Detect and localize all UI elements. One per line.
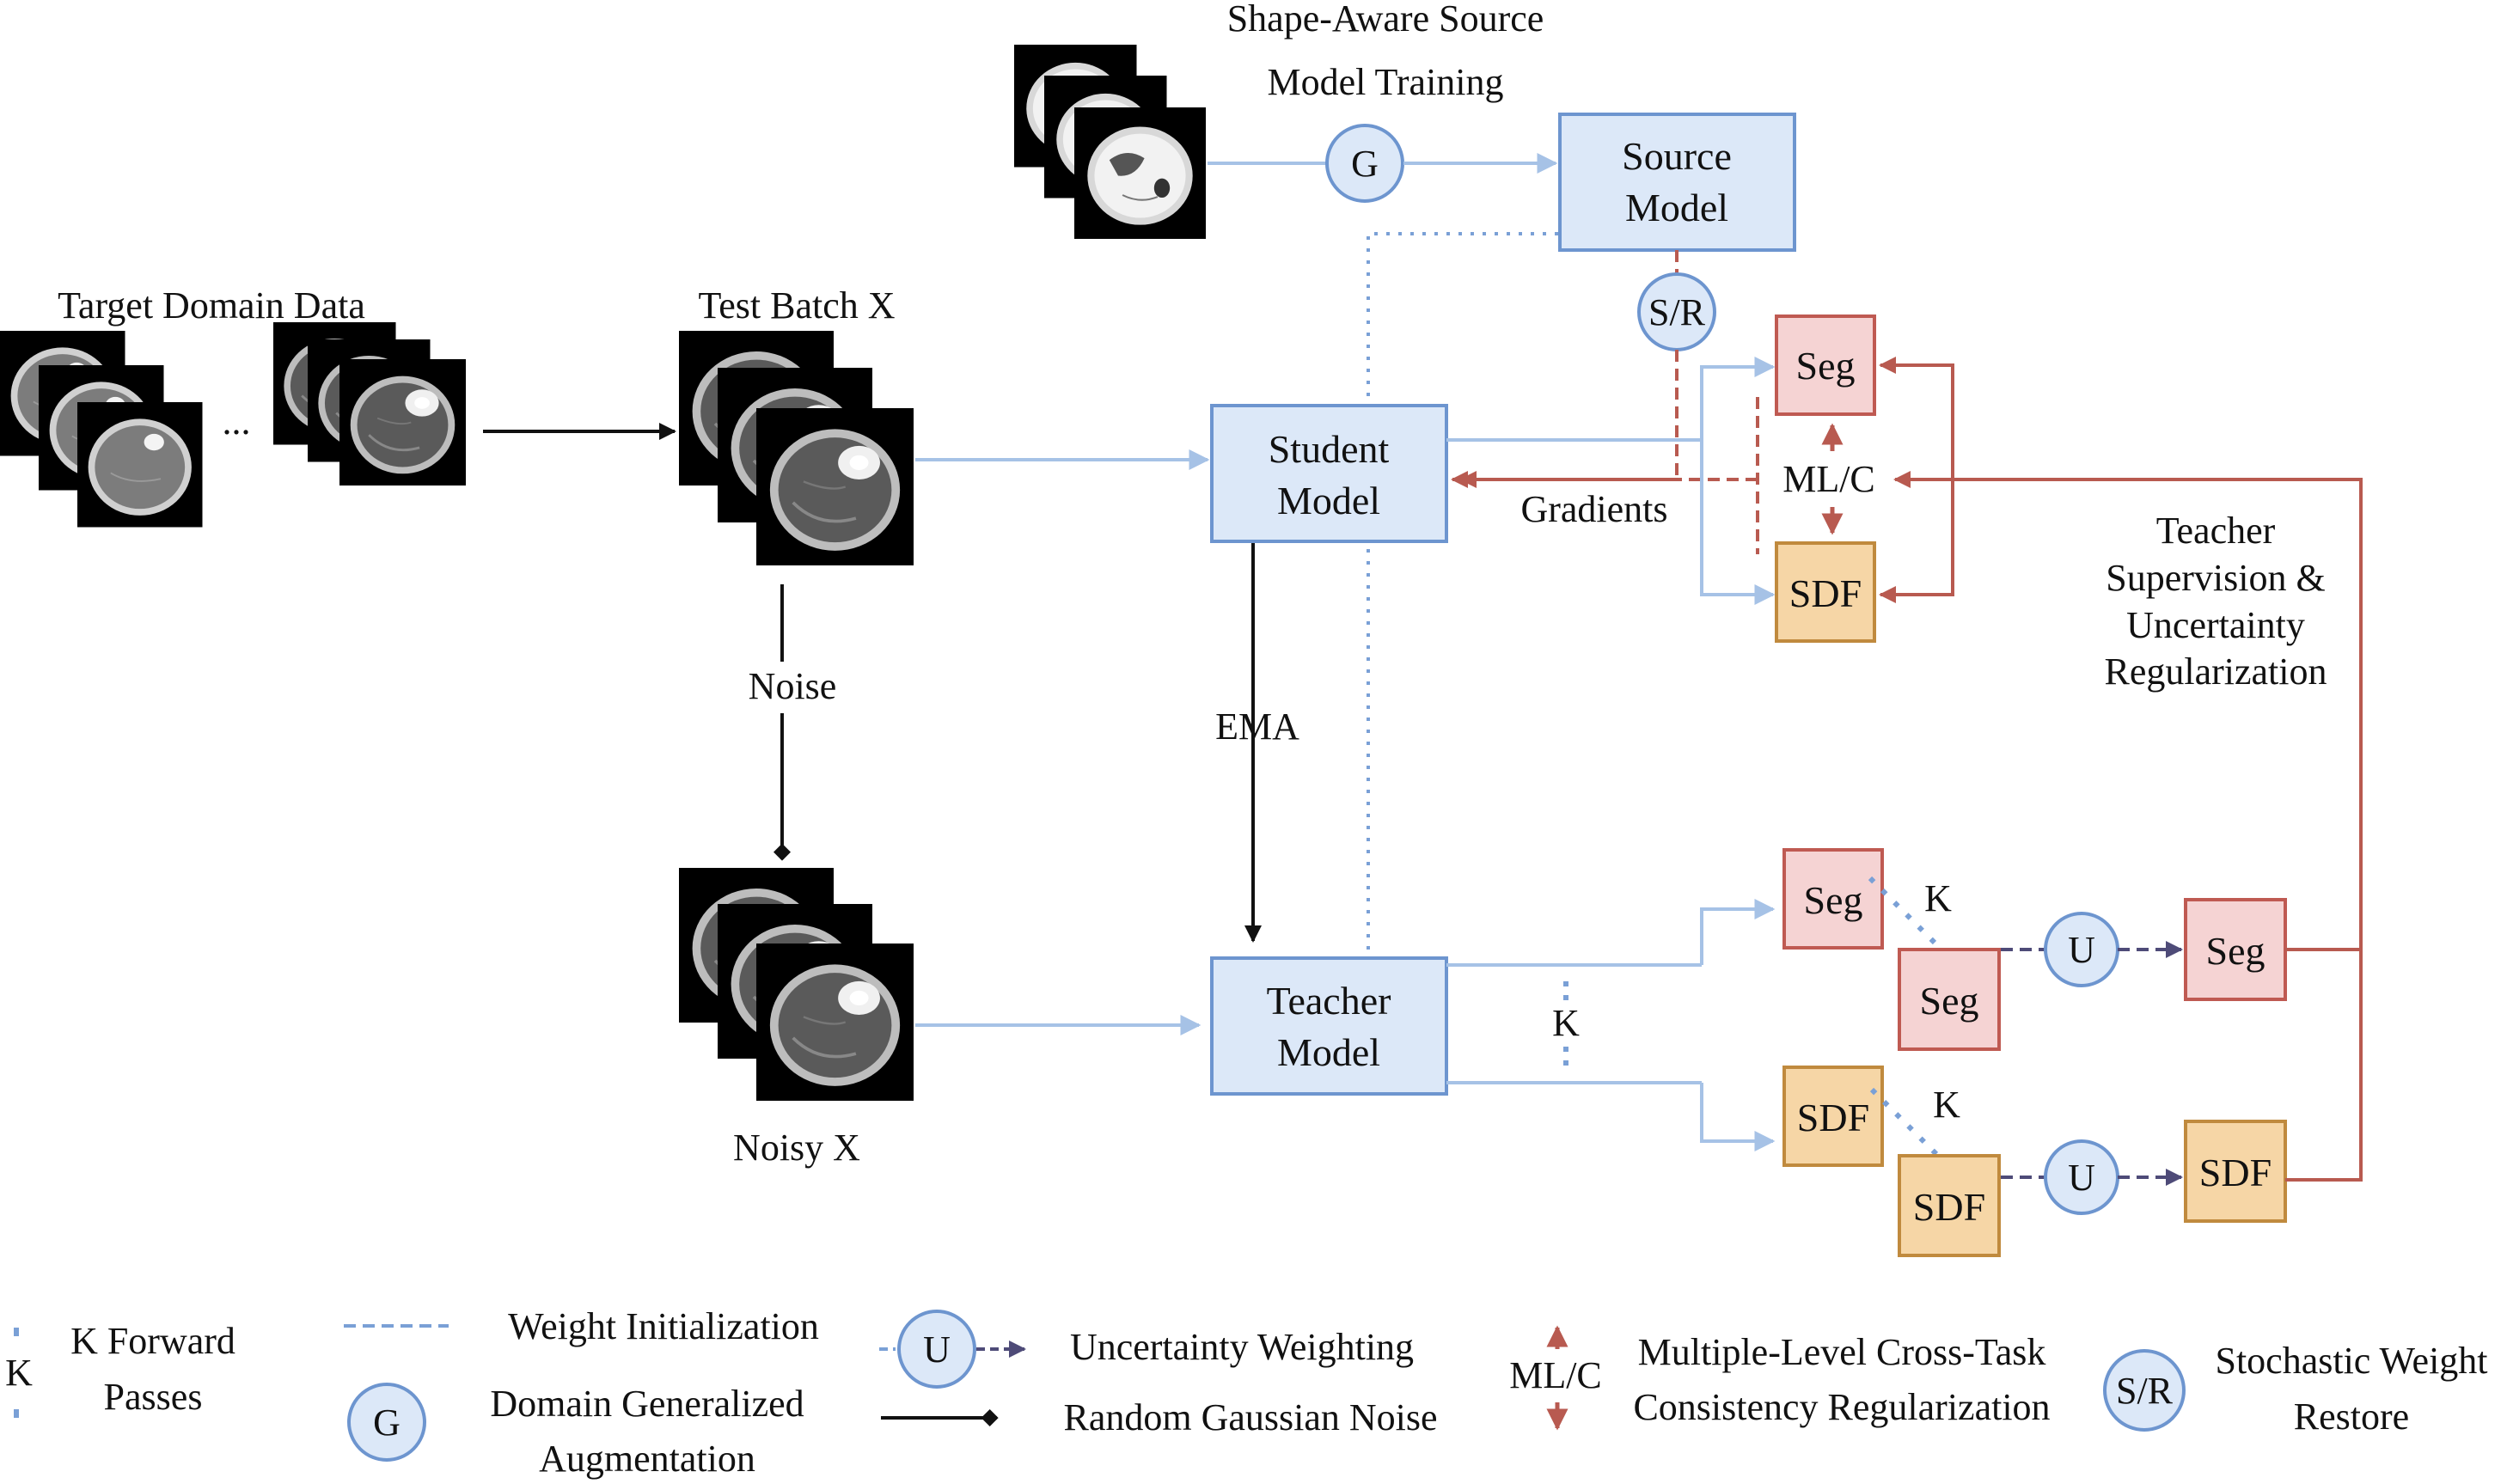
student-model-box: Student Model — [1210, 404, 1448, 543]
legend-dga-line1: Domain Generalized — [490, 1383, 804, 1425]
legend-g-symbol: G — [373, 1402, 401, 1444]
test-batch-images — [677, 329, 915, 567]
teacher-k-label: K — [1552, 1002, 1580, 1044]
legend-mlc-line2: Consistency Regularization — [1633, 1386, 2050, 1428]
target-domain-label: Target Domain Data — [58, 284, 365, 327]
noisy-x-label: Noisy X — [733, 1127, 860, 1169]
legend-sr: S/R Stochastic Weight Restore — [2103, 1340, 2488, 1438]
mlc-label: ML/C — [1782, 458, 1875, 500]
source-images-stack — [1013, 44, 1208, 241]
teacher-seg-final-label: Seg — [2206, 929, 2265, 973]
student-model-label-line2: Model — [1277, 479, 1380, 522]
student-seg-label: Seg — [1796, 344, 1856, 388]
teacher-seg-label-k: Seg — [1920, 979, 1979, 1023]
teacher-sdf-head-k: SDF — [1898, 1154, 2001, 1257]
teacher-model-label-line1: Teacher — [1267, 979, 1391, 1023]
g-symbol: G — [1351, 143, 1379, 185]
teacher-sdf-label-1: SDF — [1797, 1096, 1869, 1139]
teacher-seg-final: Seg — [2184, 898, 2287, 1001]
student-model-label-line1: Student — [1269, 427, 1390, 471]
legend-k-forward: K K Forward Passes — [5, 1320, 235, 1418]
edge-sdf-final-out — [2285, 945, 2363, 1182]
student-sdf-label: SDF — [1789, 571, 1862, 615]
gradients-label: Gradients — [1520, 488, 1667, 530]
supervision-line2: Supervision & — [2106, 557, 2325, 599]
edge-teacher-to-seg — [1700, 899, 1776, 965]
noise-label: Noise — [749, 665, 837, 707]
source-model-box: Source Model — [1558, 113, 1796, 252]
source-training-title-line1: Shape-Aware Source — [1227, 0, 1544, 40]
edge-teacher-to-sdf — [1700, 1083, 1776, 1151]
seg-u-node: U — [2044, 912, 2119, 987]
legend-mlc-line1: Multiple-Level Cross-Task — [1638, 1331, 2046, 1373]
legend-uncertainty: U Uncertainty Weighting — [879, 1310, 1414, 1389]
source-training-section: Shape-Aware Source Model Training G Sour… — [1013, 0, 1796, 252]
legend-sr-line1: Stochastic Weight — [2215, 1340, 2487, 1382]
ema-label: EMA — [1215, 705, 1299, 748]
legend-u-symbol: U — [923, 1328, 951, 1371]
sr-symbol: S/R — [1648, 291, 1706, 333]
g-augmentation-node: G — [1325, 124, 1404, 203]
legend-mlc-symbol: ML/C — [1509, 1354, 1602, 1396]
edge-supervision-main — [1893, 471, 2363, 952]
teacher-sdf-final: SDF — [2184, 1120, 2287, 1223]
edge-student-to-sdf — [1700, 440, 1776, 605]
test-batch-label: Test Batch X — [698, 284, 895, 327]
weight-init-dotted-line — [1367, 232, 1558, 952]
edge-supervision-to-seg — [1879, 357, 1954, 479]
supervision-line3: Uncertainty — [2126, 604, 2305, 646]
legend-weight-init: Weight Initialization — [344, 1305, 819, 1347]
target-images-stack-left — [0, 330, 204, 528]
sdf-u-symbol: U — [2068, 1157, 2095, 1199]
legend: K K Forward Passes Weight Initialization… — [5, 1305, 2487, 1480]
legend-gaussian-label: Random Gaussian Noise — [1063, 1396, 1437, 1438]
teacher-model-box: Teacher Model — [1210, 956, 1448, 1096]
target-images-stack-right — [272, 321, 468, 487]
legend-sr-line2: Restore — [2294, 1395, 2409, 1438]
source-model-label-line2: Model — [1625, 186, 1728, 229]
target-domain-section: Target Domain Data ... — [0, 284, 676, 528]
legend-sr-symbol: S/R — [2116, 1370, 2174, 1412]
edge-student-branch — [1446, 357, 1776, 442]
target-ellipsis: ... — [223, 400, 251, 443]
teacher-sdf-final-label: SDF — [2199, 1151, 2272, 1194]
noisy-batch-images — [677, 866, 915, 1102]
sdf-u-node: U — [2044, 1139, 2119, 1215]
teacher-seg-label-1: Seg — [1804, 878, 1863, 922]
student-seg-head: Seg — [1775, 315, 1876, 416]
legend-gaussian: Random Gaussian Noise — [881, 1396, 1438, 1438]
legend-k-line2: Passes — [104, 1376, 203, 1418]
teacher-sdf-label-k: SDF — [1913, 1185, 1985, 1229]
student-sdf-head: SDF — [1775, 541, 1876, 643]
seg-u-symbol: U — [2068, 929, 2095, 971]
legend-uncertainty-label: Uncertainty Weighting — [1070, 1326, 1414, 1368]
sdf-k-label: K — [1933, 1084, 1960, 1126]
noisy-batch-section: Noisy X — [677, 866, 1202, 1169]
edge-supervision-to-sdf — [1879, 479, 1954, 603]
teacher-model-label-line2: Model — [1277, 1030, 1380, 1074]
seg-k-label: K — [1924, 877, 1952, 919]
legend-g: G Domain Generalized Augmentation — [347, 1383, 804, 1480]
edge-sr-gradients — [1459, 350, 1678, 488]
source-model-label-line1: Source — [1622, 134, 1732, 178]
legend-mlc: ML/C Multiple-Level Cross-Task Consisten… — [1509, 1325, 2051, 1431]
legend-k-line1: K Forward — [70, 1320, 235, 1362]
source-training-title-line2: Model Training — [1267, 61, 1503, 103]
supervision-label: Teacher Supervision & Uncertainty Regula… — [2104, 510, 2327, 693]
teacher-sdf-head-1: SDF — [1782, 1066, 1884, 1167]
legend-weight-init-label: Weight Initialization — [508, 1305, 819, 1347]
teacher-seg-head-1: Seg — [1782, 848, 1884, 950]
supervision-line4: Regularization — [2104, 650, 2327, 693]
legend-k-symbol: K — [5, 1352, 33, 1394]
legend-dga-line2: Augmentation — [539, 1438, 755, 1480]
supervision-line1: Teacher — [2156, 510, 2276, 552]
test-batch-section: Test Batch X Noise — [677, 284, 1210, 861]
teacher-seg-head-k: Seg — [1898, 948, 2001, 1051]
sr-node: S/R — [1637, 272, 1716, 351]
